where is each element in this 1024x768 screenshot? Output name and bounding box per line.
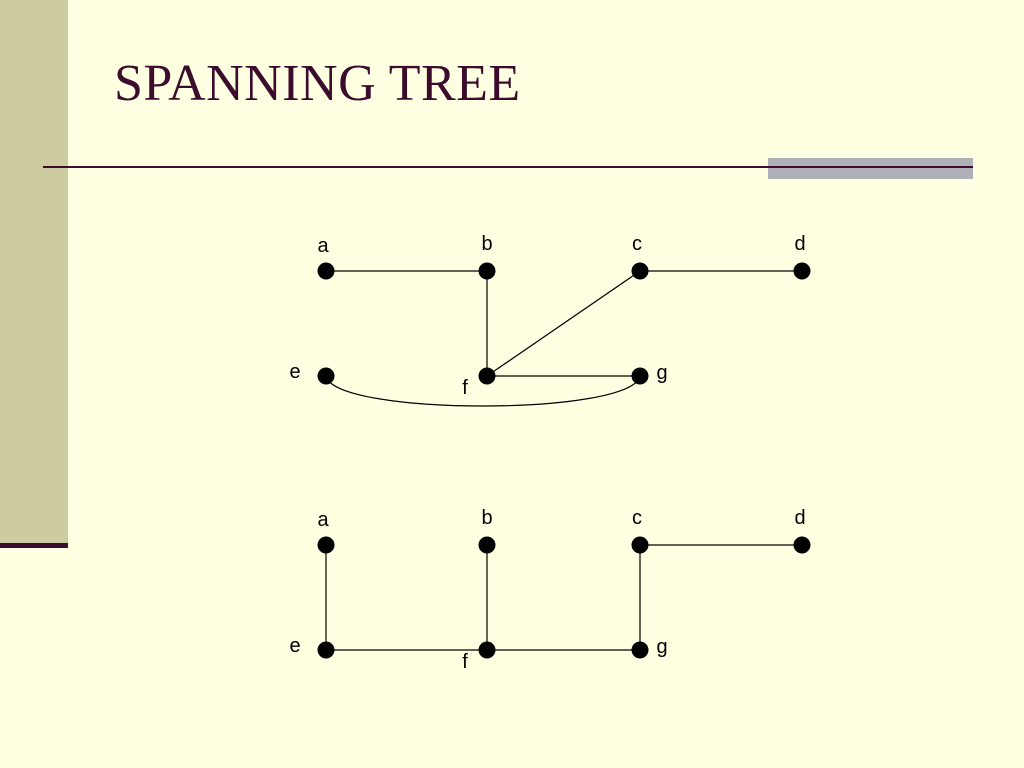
vertex-f (478, 367, 496, 385)
vertex-label-e: e (289, 635, 300, 657)
vertex-e (317, 367, 335, 385)
vertex-label-d: d (794, 507, 805, 529)
vertex-label-a: a (317, 509, 329, 531)
edge-f-c (486, 270, 641, 377)
vertex-label-a: a (317, 235, 329, 257)
vertex-label-c: c (632, 507, 642, 529)
vertex-b (478, 262, 496, 280)
vertex-c (631, 536, 649, 554)
vertex-g (631, 641, 649, 659)
vertex-label-d: d (794, 233, 805, 255)
original-graph: a b c d e f g (289, 233, 811, 407)
vertex-b (478, 536, 496, 554)
vertex-c (631, 262, 649, 280)
vertex-label-f: f (462, 377, 468, 399)
spanning-tree-graph: a b c d e f g (289, 507, 811, 673)
edge-e-g (325, 375, 641, 407)
vertex-label-b: b (481, 507, 492, 529)
vertex-e (317, 641, 335, 659)
title-accent-bar (768, 158, 973, 179)
vertex-g (631, 367, 649, 385)
vertex-label-g: g (656, 362, 667, 384)
vertex-label-c: c (632, 233, 642, 255)
title-underline (43, 166, 973, 168)
left-decorative-band (0, 0, 68, 546)
vertex-label-b: b (481, 233, 492, 255)
vertex-a (317, 262, 335, 280)
left-band-rule (0, 543, 68, 548)
vertex-f (478, 641, 496, 659)
vertex-label-e: e (289, 361, 300, 383)
vertex-d (793, 262, 811, 280)
vertex-d (793, 536, 811, 554)
vertex-label-g: g (656, 636, 667, 658)
vertex-label-f: f (462, 651, 468, 673)
slide-title: SPANNING TREE (114, 55, 521, 112)
vertex-a (317, 536, 335, 554)
